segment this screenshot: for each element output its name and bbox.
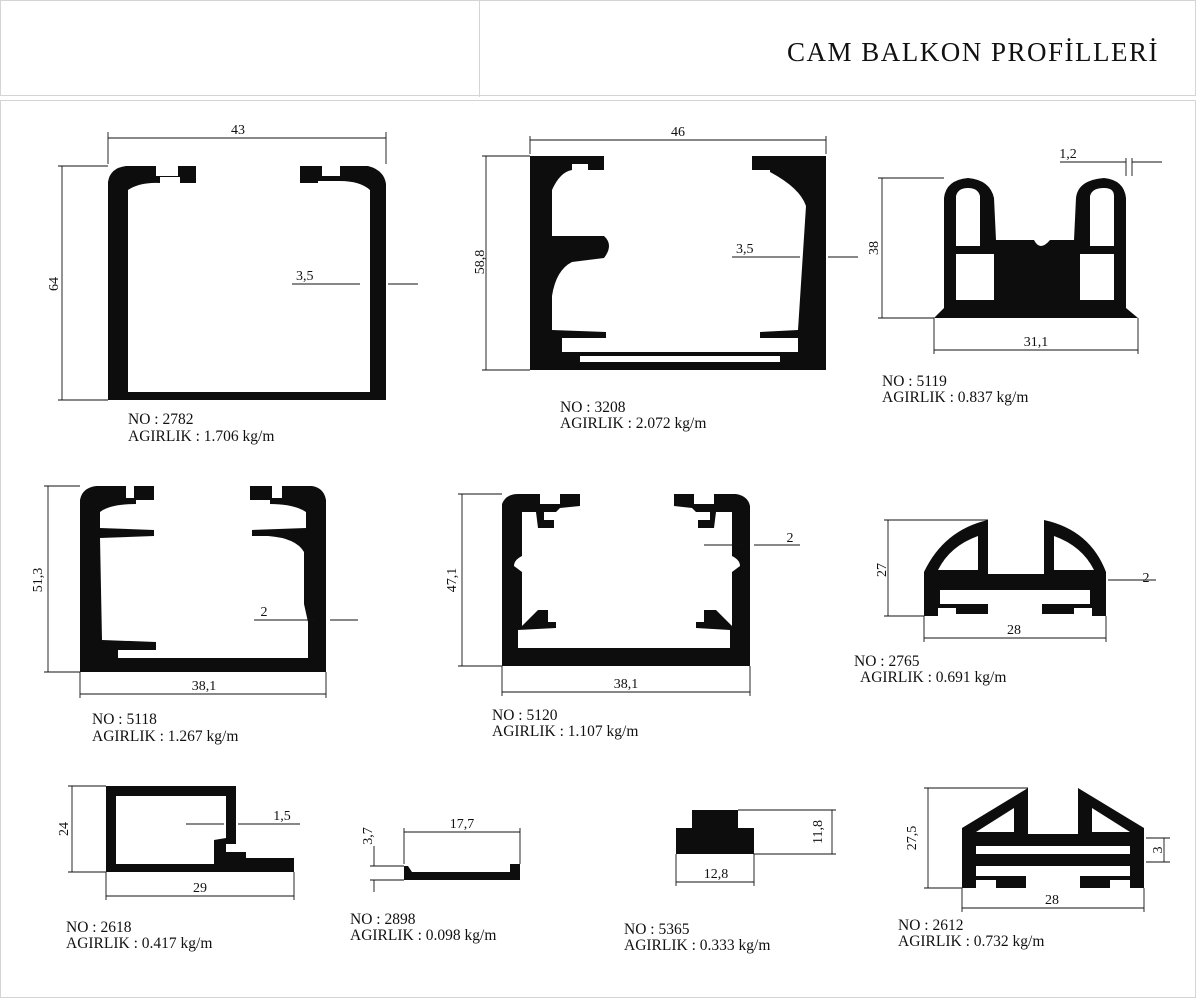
profile-5120-weight: AGIRLIK : 1.107 kg/m (492, 723, 638, 740)
profile-2612-number: NO : 2612 (898, 917, 963, 934)
profile-2765-cavity (938, 536, 978, 570)
profile-2782-shape (108, 166, 386, 400)
profile-2612-dimension-lines (924, 787, 1170, 912)
profile-2782-slot (322, 352, 370, 358)
profile-5119-weight: AGIRLIK : 0.837 kg/m (882, 389, 1028, 406)
profile-2612-width-dim: 28 (1045, 893, 1059, 908)
profile-2765-cavity (1054, 536, 1094, 570)
profile-2898-number: NO : 2898 (350, 911, 416, 928)
profile-2782-slot (322, 332, 370, 338)
profile-3208-weight: AGIRLIK : 2.072 kg/m (560, 415, 706, 432)
profile-5365-number: NO : 5365 (624, 921, 690, 938)
profile-3208-slot (580, 356, 780, 362)
profile-5119-cavity (956, 254, 994, 300)
profile-5120-height-dim: 47,1 (445, 568, 460, 593)
profile-5119-cavity (956, 188, 980, 246)
profile-2765: 27 2 28 NO : 2765 AGIRLIK : 0.691 kg/m (854, 519, 1156, 686)
profile-2898: 3,7 17,7 NO : 2898 AGIRLIK : 0.098 kg/m (350, 817, 521, 944)
profile-5365-weight: AGIRLIK : 0.333 kg/m (624, 937, 770, 954)
profile-3208-number: NO : 3208 (560, 399, 626, 416)
profile-3208-wall-dim: 3,5 (736, 242, 754, 257)
profile-2898-dimension-lines (370, 828, 521, 892)
profile-5120-shape (502, 494, 750, 666)
profile-5118: 51,3 2 38,1 NO : 5118 AGIRLIK : 1.267 kg… (31, 485, 358, 745)
profile-2612-cavity (976, 846, 1130, 854)
profile-2782-dimension-lines (58, 132, 418, 401)
profile-2765-wall-dim: 2 (1143, 571, 1150, 586)
profile-5118-height-dim: 51,3 (31, 568, 46, 593)
profile-5120: 47,1 2 38,1 NO : 5120 AGIRLIK : 1.107 kg… (445, 493, 800, 740)
profile-2618-wall-dim: 1,5 (273, 809, 291, 824)
profile-2612-cavity (976, 808, 1014, 832)
profile-2765-weight: AGIRLIK : 0.691 kg/m (860, 669, 1006, 686)
profile-5118-shape (80, 486, 326, 672)
profile-2765-height-dim: 27 (875, 563, 890, 577)
profile-2782-slot (128, 332, 164, 338)
profile-2618-height-dim: 24 (57, 822, 72, 836)
profile-2782-height-dim: 64 (47, 277, 62, 291)
profile-5365-height-dim: 11,8 (811, 820, 826, 844)
profile-2765-width-dim: 28 (1007, 623, 1021, 638)
profile-2782-weight: AGIRLIK : 1.706 kg/m (128, 428, 274, 445)
profile-2618-cavity (116, 796, 226, 864)
profile-5118-dimension-lines (44, 485, 358, 698)
profile-5118-width-dim: 38,1 (192, 679, 217, 694)
profile-2898-width-dim: 17,7 (450, 817, 475, 832)
profile-2612-cavity (1092, 808, 1130, 832)
profile-3208-dimension-lines (482, 136, 858, 371)
profile-3208: 46 58,8 3,5 NO : 3208 AGIRLIK : 2.072 kg… (473, 125, 858, 432)
profile-5118-wall-dim: 2 (261, 605, 268, 620)
profile-5119-width-dim: 31,1 (1024, 335, 1049, 350)
header-divider (479, 1, 480, 97)
profile-2612-shape (962, 788, 1144, 888)
profile-3208-width-dim: 46 (671, 125, 685, 140)
profile-2782-wall-dim: 3,5 (296, 269, 314, 284)
profile-5119-dimension-lines (878, 158, 1162, 354)
profile-2618-number: NO : 2618 (66, 919, 132, 936)
profile-2782-width-dim: 43 (231, 123, 245, 138)
profile-5119-height-dim: 38 (867, 241, 882, 255)
profile-3208-shape (530, 156, 826, 370)
profile-5365: 11,8 12,8 NO : 5365 AGIRLIK : 0.333 kg/m (624, 809, 836, 954)
profile-2618-dimension-lines (68, 785, 300, 900)
profile-5365-shape (676, 810, 754, 854)
profile-5119-cavity (1080, 254, 1114, 300)
profile-2765-number: NO : 2765 (854, 653, 920, 670)
profile-2612: 27,5 3 28 NO : 2612 AGIRLIK : 0.732 kg/m (898, 787, 1170, 950)
page-title: CAM BALKON PROFİLLERİ (786, 37, 1159, 67)
profile-2612-weight: AGIRLIK : 0.732 kg/m (898, 933, 1044, 950)
profile-2782-number: NO : 2782 (128, 411, 193, 428)
profile-2765-dimension-lines (884, 519, 1156, 642)
profile-5119: 1,2 38 31,1 NO : 5119 AGIRLIK : 0.837 kg… (867, 147, 1162, 406)
profile-2782: 43 64 3,5 NO : 2782 AGIRLIK : 1.706 kg/m (47, 123, 418, 445)
profile-5118-weight: AGIRLIK : 1.267 kg/m (92, 728, 238, 745)
profile-5120-dimension-lines (458, 493, 800, 696)
profile-5365-width-dim: 12,8 (704, 867, 729, 882)
profile-2612-wall-dim: 3 (1151, 847, 1166, 854)
profile-2898-shape (404, 864, 520, 880)
profile-2898-weight: AGIRLIK : 0.098 kg/m (350, 927, 496, 944)
profile-3208-height-dim: 58,8 (473, 250, 488, 275)
profile-2782-slot (128, 352, 164, 358)
profile-5119-number: NO : 5119 (882, 373, 947, 390)
profile-2898-height-dim: 3,7 (361, 827, 376, 845)
profile-2618-weight: AGIRLIK : 0.417 kg/m (66, 935, 212, 952)
profile-5120-wall-dim: 2 (787, 531, 794, 546)
profile-5119-wall-dim: 1,2 (1059, 147, 1077, 162)
profile-5120-width-dim: 38,1 (614, 677, 639, 692)
profile-5120-number: NO : 5120 (492, 707, 558, 724)
profile-2618-width-dim: 29 (193, 881, 207, 896)
profile-2618: 24 1,5 29 NO : 2618 AGIRLIK : 0.417 kg/m (57, 785, 300, 952)
catalog-frame (0, 100, 1196, 998)
page-header: CAM BALKON PROFİLLERİ (0, 0, 1196, 97)
profile-5119-cavity (1090, 188, 1114, 246)
profile-5365-dimension-lines (675, 809, 836, 886)
profile-5118-number: NO : 5118 (92, 711, 157, 728)
profile-2612-height-dim: 27,5 (905, 826, 920, 851)
